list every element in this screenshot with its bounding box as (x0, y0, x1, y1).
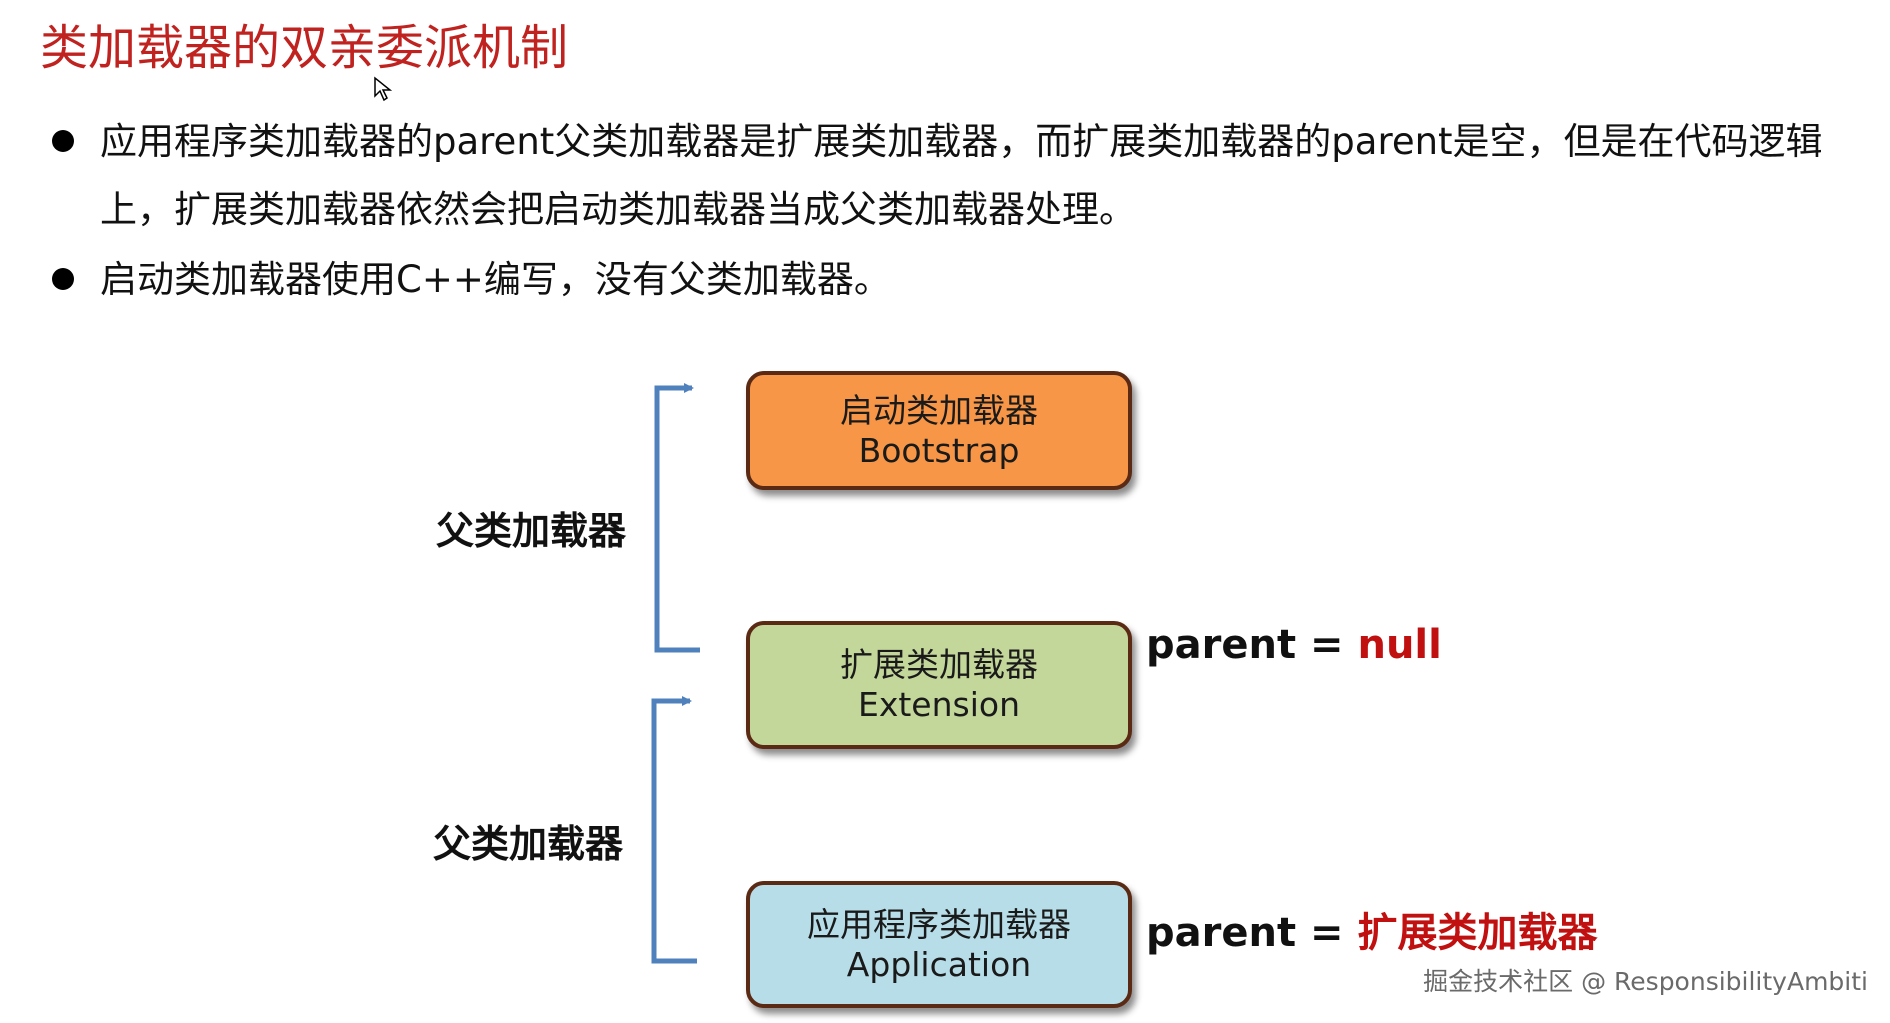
equals-sign: = (1310, 910, 1344, 956)
bootstrap-loader-box: 启动类加载器 Bootstrap (746, 371, 1132, 490)
slide-title: 类加载器的双亲委派机制 (40, 20, 569, 76)
parent-key: parent (1146, 622, 1297, 668)
extension-loader-box: 扩展类加载器 Extension (746, 621, 1132, 749)
bullet-dot (52, 268, 74, 290)
bullet-text-2: 启动类加载器使用C++编写，没有父类加载器。 (100, 258, 891, 301)
parent-key: parent (1146, 910, 1297, 956)
application-loader-box: 应用程序类加载器 Application (746, 881, 1132, 1008)
application-parent-label: parent = 扩展类加载器 (1146, 900, 1597, 958)
extension-parent-label: parent = null (1146, 622, 1442, 668)
parent-value-extension: 扩展类加载器 (1357, 910, 1598, 956)
side-label-upper: 父类加载器 (436, 509, 627, 553)
application-cn-label: 应用程序类加载器 (807, 904, 1071, 944)
mouse-cursor-icon (374, 76, 393, 102)
extension-cn-label: 扩展类加载器 (840, 645, 1038, 684)
extension-en-label: Extension (857, 685, 1020, 724)
equals-sign: = (1310, 622, 1344, 668)
arrow-application-to-extension (651, 696, 697, 964)
bootstrap-cn-label: 启动类加载器 (840, 390, 1038, 430)
application-en-label: Application (846, 944, 1032, 984)
bootstrap-en-label: Bootstrap (858, 430, 1020, 470)
bullet-text-1: 应用程序类加载器的parent父类加载器是扩展类加载器，而扩展类加载器的pare… (100, 120, 1823, 231)
watermark-text: 掘金技术社区 @ ResponsibilityAmbiti (1423, 967, 1868, 996)
parent-value-null: null (1357, 622, 1442, 668)
bullet-dot (52, 130, 74, 152)
side-label-lower: 父类加载器 (433, 822, 624, 866)
arrow-extension-to-bootstrap (654, 383, 700, 653)
